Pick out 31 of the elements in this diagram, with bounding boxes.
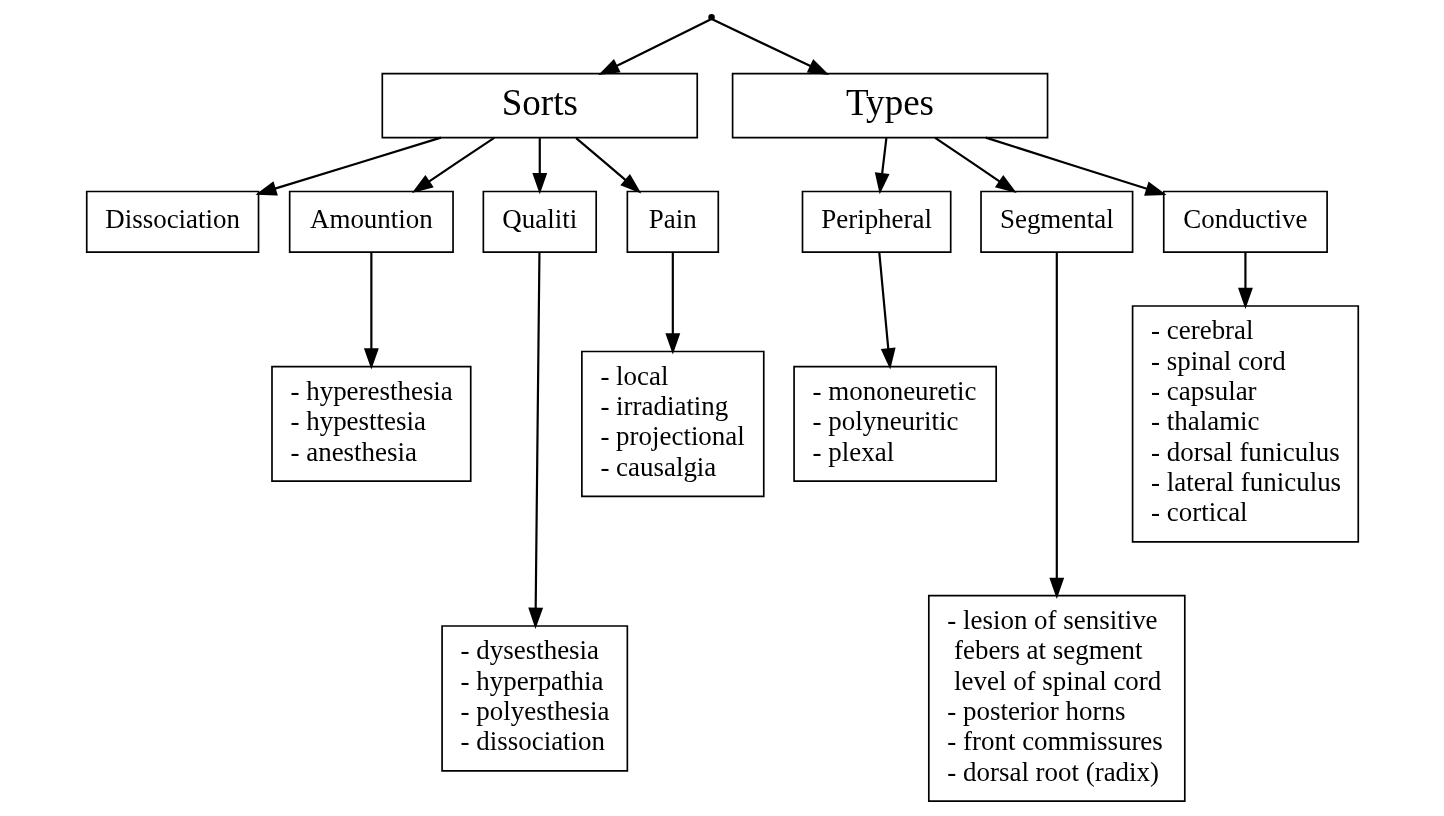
node-box: Pain [626, 190, 719, 253]
arrow [574, 137, 641, 194]
node-box: Qualiti [482, 190, 597, 253]
node-box: - mononeuretic - polyneuritic - plexal [792, 365, 997, 482]
arrow [984, 136, 1167, 196]
arrow [531, 138, 547, 195]
node-box: - cerebral - spinal cord - capsular - thalamic - dorsal funiculus - lateral funiculus - cortical [1131, 305, 1359, 543]
arrow [254, 136, 441, 196]
arrow [1048, 252, 1064, 599]
node-box: - hyperesthesia - hypesttesia - anesthesia [270, 365, 472, 482]
arrow [597, 18, 711, 75]
node-box: Sorts [380, 72, 698, 139]
arrow [527, 252, 543, 629]
arrow [877, 252, 896, 370]
arrow [1237, 252, 1253, 309]
node-box: - dysesthesia - hyperpathia - polyesthesia - dissociation [440, 625, 628, 772]
node-box: Peripheral [801, 190, 952, 253]
node-box: Amountion [288, 190, 454, 253]
arrow [411, 136, 495, 193]
node-box: - lesion of sensitive febers at segment level of spinal cord - posterior horns - front commissures - dorsal root (radix) [927, 594, 1186, 802]
arrow [934, 136, 1017, 193]
node-box: Dissociation [85, 190, 259, 253]
node-box: - local - irradiating - projectional - causalgia [580, 350, 765, 498]
node-box: Types [731, 72, 1048, 139]
arrow [363, 252, 379, 370]
node-point [707, 14, 715, 21]
node-box: Conductive [1162, 190, 1328, 253]
arrow [664, 252, 680, 355]
arrow [711, 18, 829, 75]
node-box: Segmental [979, 190, 1133, 253]
arrow [874, 138, 890, 195]
